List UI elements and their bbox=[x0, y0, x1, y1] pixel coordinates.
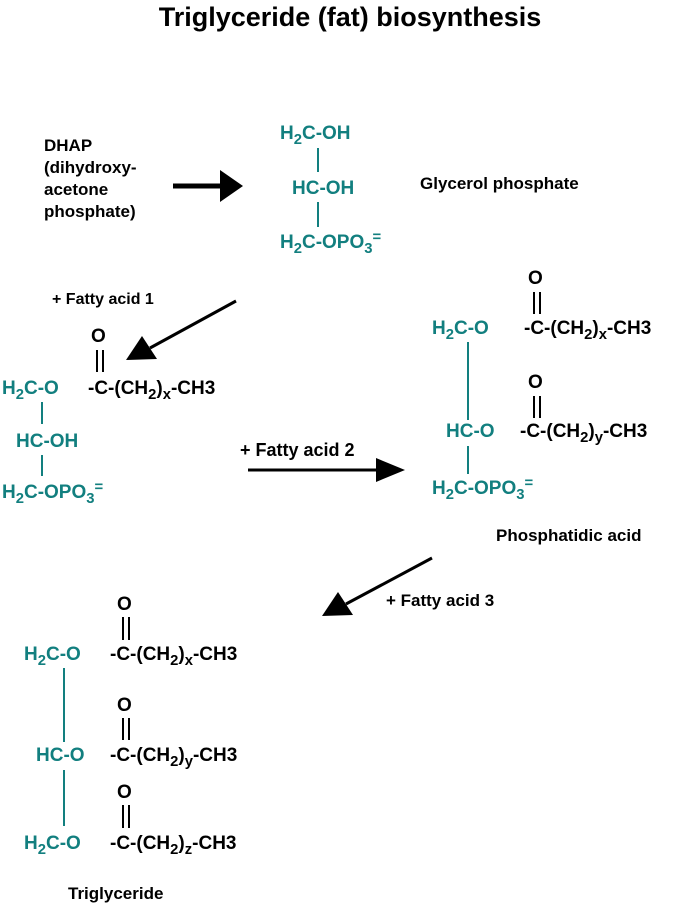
lyso-carbon1: H2C-O bbox=[2, 378, 59, 404]
tg-ester1: -C-(CH2)x-CH3 bbox=[110, 644, 238, 670]
arrow-dhap-to-glycerol-head bbox=[220, 170, 243, 202]
tg-carbonyl-o1: O bbox=[117, 594, 132, 615]
tg-carbon3: H2C-O bbox=[24, 833, 81, 859]
tg-carbonyl-o3: O bbox=[117, 782, 132, 803]
pa-carbon2: HC-O bbox=[446, 421, 495, 442]
fatty-acid-2-label: + Fatty acid 2 bbox=[240, 440, 355, 460]
dhap-line4: phosphate) bbox=[44, 202, 136, 221]
lyso-carbon3: H2C-OPO3= bbox=[2, 479, 104, 508]
gp-carbon3: H2C-OPO3= bbox=[280, 229, 382, 258]
lyso-ester: -C-(CH2)x-CH3 bbox=[88, 378, 216, 404]
fatty-acid-3-label: + Fatty acid 3 bbox=[386, 591, 495, 610]
arrow-fa1 bbox=[149, 299, 237, 350]
tg-carbonyl-o2: O bbox=[117, 695, 132, 716]
tg-carbon2: HC-O bbox=[36, 745, 85, 766]
arrow-fa2-head bbox=[376, 458, 405, 482]
arrow-fa3 bbox=[345, 556, 433, 606]
tg-carbon1: H2C-O bbox=[24, 644, 81, 670]
phosphatidic-acid-label: Phosphatidic acid bbox=[496, 526, 642, 545]
dhap-line3: acetone bbox=[44, 180, 109, 199]
pa-ester1: -C-(CH2)x-CH3 bbox=[524, 318, 652, 344]
triglyceride-label: Triglyceride bbox=[68, 884, 164, 903]
pa-carbon1: H2C-O bbox=[432, 318, 489, 344]
gp-carbon2: HC-OH bbox=[292, 178, 355, 199]
fatty-acid-1-label: + Fatty acid 1 bbox=[52, 291, 154, 308]
arrow-fa1-head bbox=[126, 336, 157, 360]
dhap-line1: DHAP bbox=[44, 136, 93, 155]
page-title: Triglyceride (fat) biosynthesis bbox=[158, 2, 542, 32]
pa-ester2: -C-(CH2)y-CH3 bbox=[520, 421, 648, 447]
gp-carbon1: H2C-OH bbox=[280, 123, 351, 149]
lyso-carbon2: HC-OH bbox=[16, 431, 79, 452]
dhap-line2: (dihydroxy- bbox=[44, 158, 137, 177]
glycerol-phosphate-label: Glycerol phosphate bbox=[420, 174, 579, 193]
lyso-carbonyl-o: O bbox=[91, 326, 106, 347]
pa-carbonyl-o2: O bbox=[528, 372, 543, 393]
tg-ester2: -C-(CH2)y-CH3 bbox=[110, 745, 238, 771]
pa-carbon3: H2C-OPO3= bbox=[432, 475, 534, 504]
pa-carbonyl-o1: O bbox=[528, 268, 543, 289]
tg-ester3: -C-(CH2)z-CH3 bbox=[110, 833, 237, 859]
arrow-fa3-head bbox=[322, 592, 353, 616]
